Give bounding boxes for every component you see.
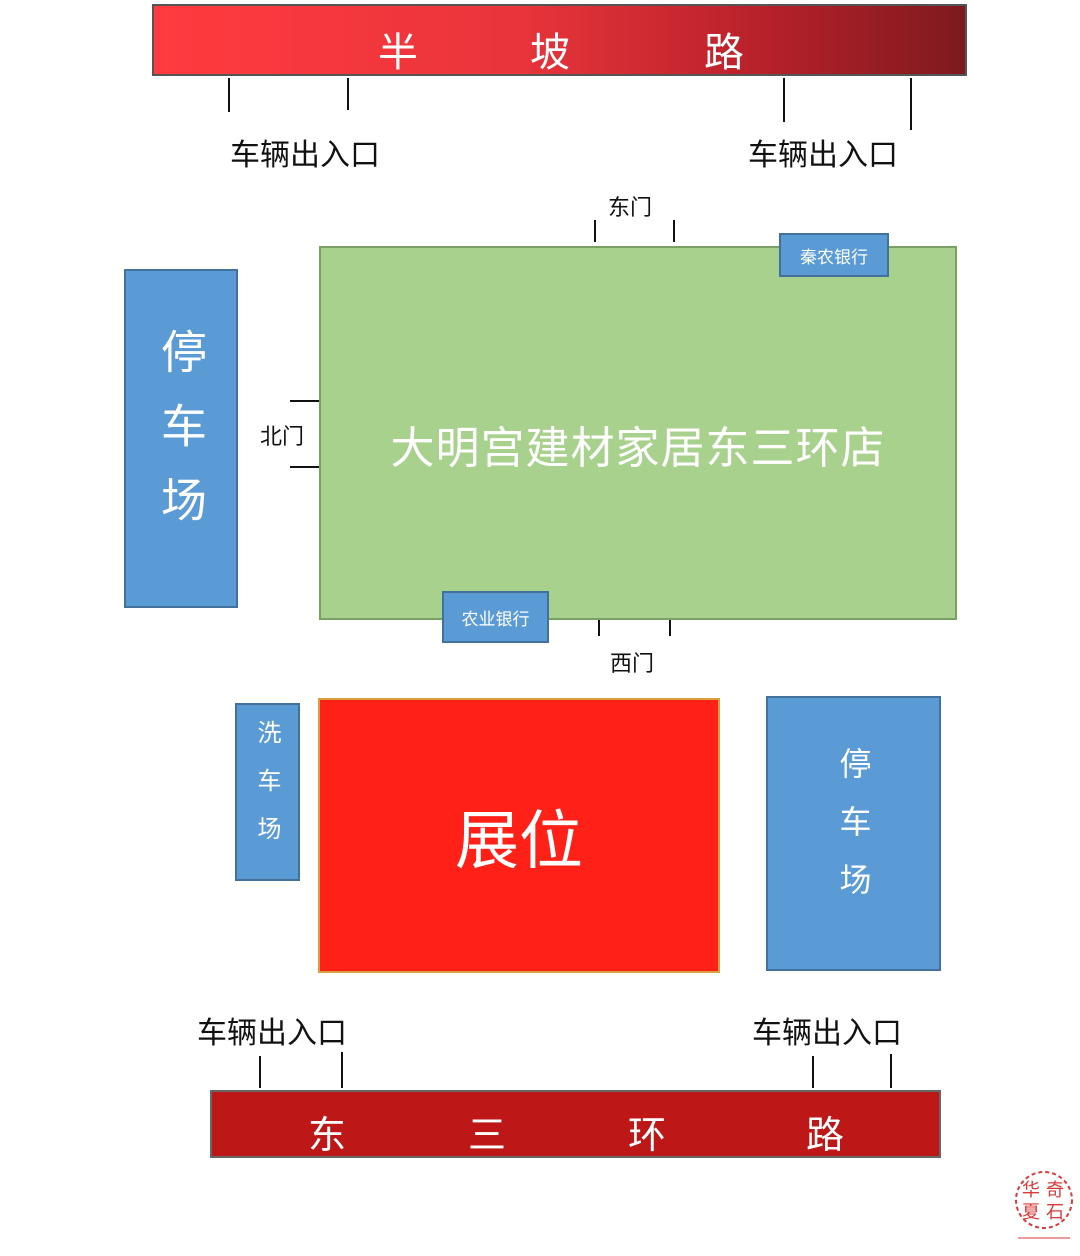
entrance-line [347, 78, 349, 110]
bottom-road-char: 路 [806, 1113, 845, 1157]
bottom-road-dongsanhuan: 东 三 环 路 [210, 1090, 941, 1158]
svg-text:奇: 奇 [1046, 1180, 1064, 1201]
top-road-banpo: 半 坡 路 [152, 4, 967, 76]
top-road-char: 半 [378, 30, 418, 76]
gate-line [594, 220, 596, 242]
car-wash: 洗车场 [235, 703, 300, 881]
entrance-line [812, 1056, 814, 1088]
entrance-line [341, 1052, 343, 1088]
gate-line [669, 620, 671, 636]
car-wash-label: 洗车场 [253, 720, 281, 864]
top-road-char: 坡 [530, 30, 570, 76]
entrance-label-bottom-left: 车辆出入口 [197, 1016, 347, 1051]
bank-qinnong: 秦农银行 [779, 233, 889, 277]
svg-text:石: 石 [1046, 1202, 1064, 1223]
bank-nongye: 农业银行 [442, 591, 549, 643]
gate-line [290, 466, 320, 468]
mall-building: 大明宫建材家居东三环店 [319, 246, 957, 620]
entrance-line [783, 78, 785, 122]
gate-line [598, 620, 600, 636]
entrance-line [259, 1056, 261, 1088]
mall-name: 大明宫建材家居东三环店 [390, 423, 886, 474]
entrance-label-top-right: 车辆出入口 [748, 138, 898, 173]
svg-text:华: 华 [1022, 1180, 1040, 1201]
entrance-line [890, 1054, 892, 1088]
bottom-road-char: 三 [468, 1113, 507, 1157]
bottom-road-char: 环 [628, 1113, 667, 1157]
west-gate-label: 西门 [610, 652, 655, 677]
parking-lot-right: 停车场 [766, 696, 941, 971]
top-road-char: 路 [704, 30, 744, 76]
east-gate-label: 东门 [608, 196, 653, 221]
parking-lot-left: 停车场 [124, 269, 238, 608]
parking-left-label: 停车场 [154, 327, 208, 550]
entrance-label-top-left: 车辆出入口 [230, 138, 380, 173]
exhibition-booth: 展位 [318, 698, 720, 973]
booth-label: 展位 [455, 804, 583, 879]
entrance-label-bottom-right: 车辆出入口 [752, 1016, 902, 1051]
svg-text:夏: 夏 [1022, 1202, 1040, 1223]
gate-line [673, 220, 675, 242]
seal-logo-icon: 华 奇 夏 石 [1012, 1170, 1076, 1246]
parking-right-label: 停车场 [834, 746, 873, 921]
gate-line [290, 400, 320, 402]
bottom-road-char: 东 [308, 1113, 347, 1157]
entrance-line [228, 78, 230, 112]
north-gate-label: 北门 [260, 425, 305, 450]
entrance-line [910, 78, 912, 130]
